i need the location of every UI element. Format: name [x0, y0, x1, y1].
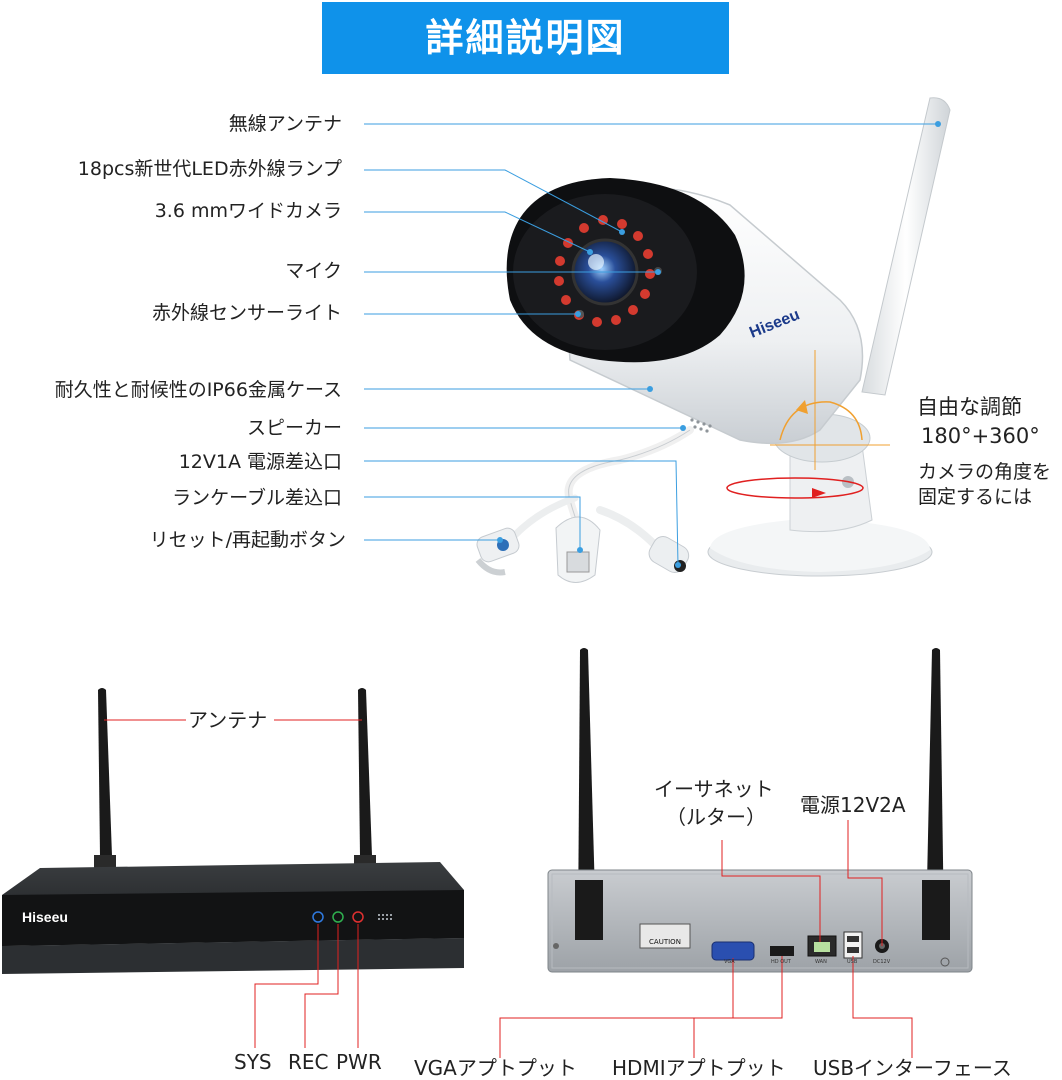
label-reset-button: リセット/再起動ボタン [149, 529, 346, 551]
label-ir-sensor-light: 赤外線センサーライト [151, 302, 342, 324]
port-dc12v: DC12V [873, 959, 891, 965]
label-metal-case: 耐久性と耐候性のIP66金属ケース [54, 379, 342, 401]
camera-callout-lines [364, 121, 941, 568]
label-usb-interface: USBインターフェース [813, 1056, 1012, 1080]
label-wide-camera: 3.6 mmワイドカメラ [154, 200, 342, 222]
camera-illustration: Hiseeu [475, 97, 951, 583]
rotation-indicator [726, 350, 890, 499]
label-lan-port: ランケーブル差込口 [172, 487, 342, 509]
label-router: （ルター） [666, 805, 766, 829]
label-pwr-led: PWR [336, 1050, 382, 1074]
svg-text:CAUTION: CAUTION [649, 938, 681, 946]
label-microphone: マイク [285, 260, 342, 282]
port-hdmi: HD OUT [771, 959, 791, 965]
reset-button-connector [475, 527, 520, 576]
label-ir-lamp: 18pcs新世代LED赤外線ランプ [77, 158, 342, 180]
title-banner: 詳細説明図 [322, 2, 729, 74]
adjust-angle: 180°+360° [921, 424, 1040, 448]
nvr-front-callouts [104, 719, 362, 1048]
adjust-note-line1: カメラの角度を [918, 461, 1052, 483]
nvr-back-callouts [499, 820, 913, 1058]
label-antenna: アンテナ [188, 708, 268, 732]
label-speaker: スピーカー [246, 417, 342, 439]
port-vga: VGA [724, 959, 735, 965]
label-power-port: 12V1A 電源差込口 [178, 451, 342, 473]
label-power-12v2a: 電源12V2A [800, 793, 906, 817]
nvr-front-illustration: Hiseeu [2, 688, 464, 974]
nvr-logo: Hiseeu [22, 909, 68, 925]
label-ethernet: イーサネット [654, 777, 774, 801]
label-wireless-antenna: 無線アンテナ [228, 113, 342, 135]
adjust-title: 自由な調節 [917, 395, 1022, 419]
port-wan: WAN [815, 959, 827, 965]
port-usb: USB [847, 959, 858, 965]
label-rec-led: REC [288, 1050, 329, 1074]
label-hdmi-output: HDMIアプトプット [612, 1056, 786, 1080]
nvr-back-illustration: CAUTION [547, 648, 973, 973]
label-sys-led: SYS [234, 1050, 272, 1074]
adjust-note-line2: 固定するには [918, 486, 1033, 508]
label-vga-output: VGAアプトプット [414, 1056, 577, 1080]
